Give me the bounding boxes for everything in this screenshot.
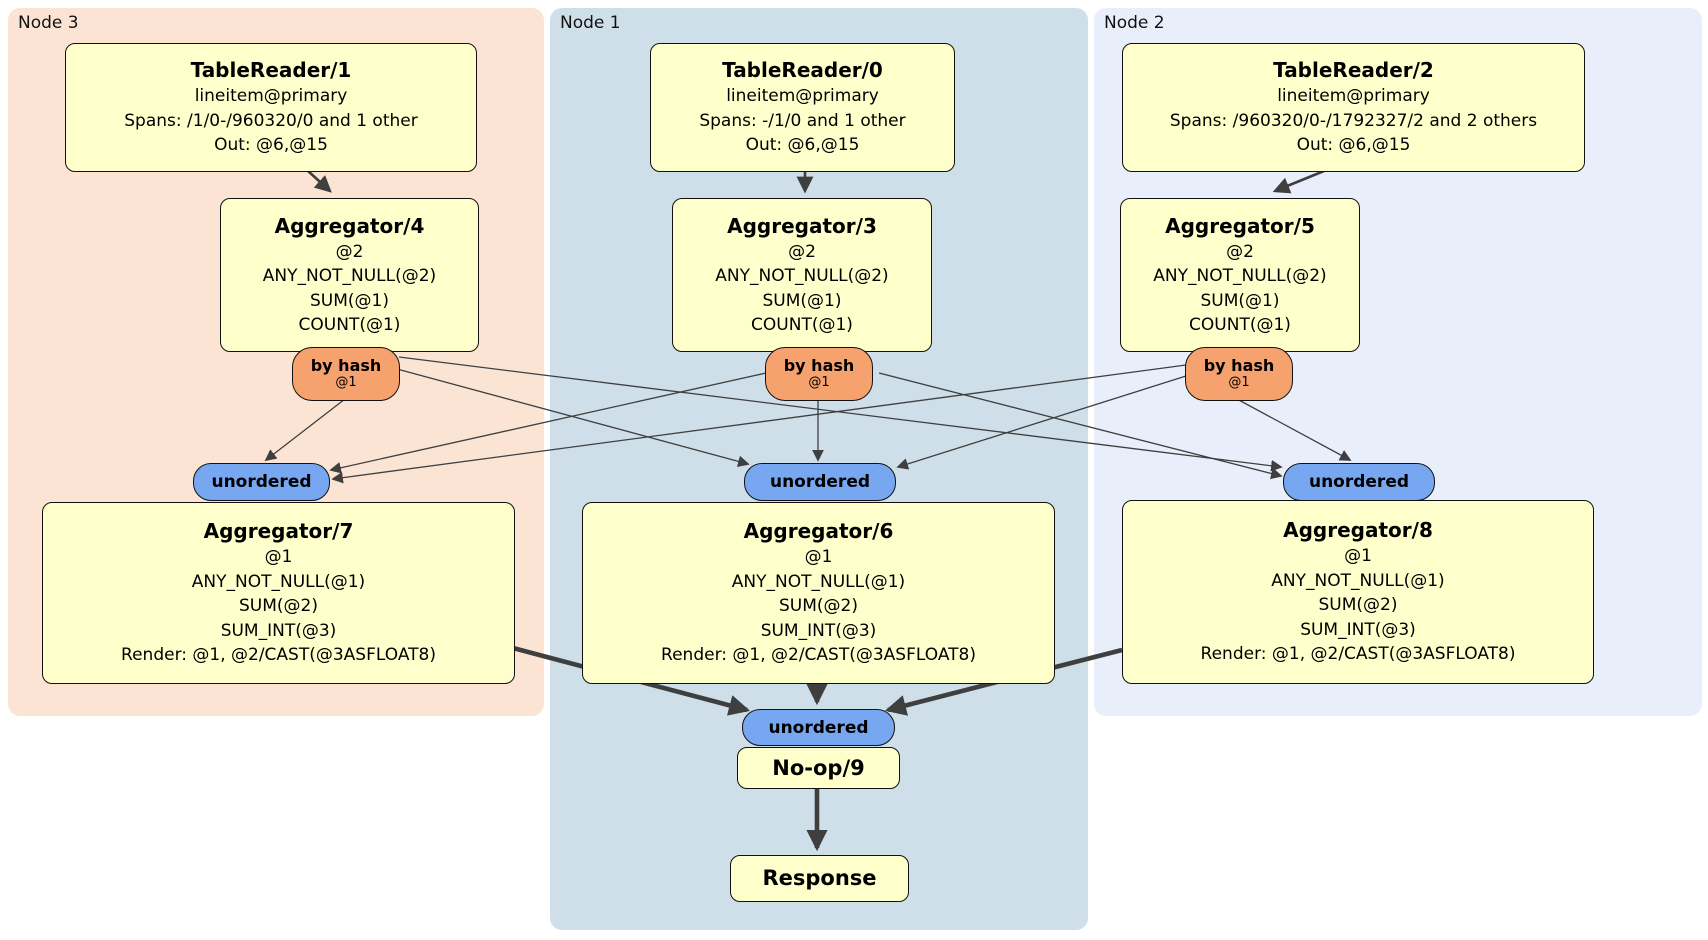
aggregator-4-group: @2 <box>335 241 364 262</box>
aggregator-5-fn1: ANY_NOT_NULL(@2) <box>1153 266 1327 287</box>
aggregator-8-render: Render: @1, @2/CAST(@3ASFLOAT8) <box>1200 644 1516 665</box>
unordered-sync-node2-label: unordered <box>1308 472 1410 492</box>
unordered-sync-final-label: unordered <box>768 717 869 738</box>
tablereader-1-title: TableReader/1 <box>190 58 352 83</box>
aggregator-6-render: Render: @1, @2/CAST(@3ASFLOAT8) <box>661 645 976 666</box>
tablereader-2-spans: Spans: /960320/0-/1792327/2 and 2 others <box>1169 110 1538 131</box>
aggregator-5-fn3: COUNT(@1) <box>1189 314 1291 335</box>
tablereader-0-index: lineitem@primary <box>726 86 879 107</box>
tablereader-2-title: TableReader/2 <box>1273 58 1434 83</box>
aggregator-5-fn2: SUM(@1) <box>1200 290 1280 311</box>
aggregator-8-fn3: SUM_INT(@3) <box>1300 619 1416 640</box>
aggregator-3-fn2: SUM(@1) <box>762 290 842 311</box>
unordered-sync-node1: unordered <box>744 463 896 501</box>
aggregator-4-box: Aggregator/4 @2 ANY_NOT_NULL(@2) SUM(@1)… <box>220 198 479 352</box>
aggregator-4-fn2: SUM(@1) <box>310 290 389 311</box>
unordered-sync-node2: unordered <box>1283 463 1435 501</box>
aggregator-7-fn3: SUM_INT(@3) <box>220 620 337 641</box>
aggregator-7-title: Aggregator/7 <box>203 519 354 544</box>
tablereader-1-spans: Spans: /1/0-/960320/0 and 1 other <box>124 110 418 131</box>
aggregator-8-fn1: ANY_NOT_NULL(@1) <box>1271 570 1445 591</box>
tablereader-0-out: Out: @6,@15 <box>745 135 860 156</box>
aggregator-6-fn2: SUM(@2) <box>779 596 858 617</box>
aggregator-8-fn2: SUM(@2) <box>1318 595 1398 616</box>
aggregator-3-group: @2 <box>788 241 816 262</box>
aggregator-3-fn1: ANY_NOT_NULL(@2) <box>715 266 889 287</box>
tablereader-2-box: TableReader/2 lineitem@primary Spans: /9… <box>1122 43 1585 172</box>
hash-router-node2-label: by hash <box>1203 356 1275 376</box>
response-box: Response <box>730 855 909 902</box>
aggregator-6-box: Aggregator/6 @1 ANY_NOT_NULL(@1) SUM(@2)… <box>582 502 1055 684</box>
tablereader-1-box: TableReader/1 lineitem@primary Spans: /1… <box>65 43 477 172</box>
aggregator-8-title: Aggregator/8 <box>1283 518 1433 543</box>
tablereader-1-index: lineitem@primary <box>194 86 348 107</box>
region-node2-label: Node 2 <box>1104 13 1165 33</box>
aggregator-7-fn1: ANY_NOT_NULL(@1) <box>191 571 366 592</box>
aggregator-3-title: Aggregator/3 <box>727 213 877 238</box>
aggregator-4-fn3: COUNT(@1) <box>298 314 401 335</box>
region-node1-label: Node 1 <box>560 13 621 33</box>
aggregator-5-box: Aggregator/5 @2 ANY_NOT_NULL(@2) SUM(@1)… <box>1120 198 1360 352</box>
aggregator-6-title: Aggregator/6 <box>743 519 894 544</box>
aggregator-8-group: @1 <box>1344 546 1372 567</box>
hash-router-node3: by hash @1 <box>292 347 400 401</box>
aggregator-4-fn1: ANY_NOT_NULL(@2) <box>262 266 437 287</box>
aggregator-3-box: Aggregator/3 @2 ANY_NOT_NULL(@2) SUM(@1)… <box>672 198 932 352</box>
noop-9-title: No-op/9 <box>772 755 865 780</box>
aggregator-5-group: @2 <box>1226 241 1254 262</box>
tablereader-1-out: Out: @6,@15 <box>214 135 328 156</box>
aggregator-4-title: Aggregator/4 <box>274 213 425 238</box>
hash-router-node1-key: @1 <box>808 375 830 390</box>
aggregator-7-box: Aggregator/7 @1 ANY_NOT_NULL(@1) SUM(@2)… <box>42 502 515 684</box>
tablereader-2-index: lineitem@primary <box>1277 86 1430 107</box>
hash-router-node2-key: @1 <box>1228 375 1250 390</box>
aggregator-7-group: @1 <box>264 547 293 568</box>
hash-router-node1-label: by hash <box>783 356 855 376</box>
unordered-sync-final: unordered <box>742 709 895 746</box>
tablereader-2-out: Out: @6,@15 <box>1296 135 1411 156</box>
aggregator-5-title: Aggregator/5 <box>1165 213 1315 238</box>
region-node3-label: Node 3 <box>18 13 79 33</box>
hash-router-node3-key: @1 <box>335 375 357 390</box>
aggregator-6-fn3: SUM_INT(@3) <box>760 620 877 641</box>
response-title: Response <box>762 866 877 891</box>
tablereader-0-box: TableReader/0 lineitem@primary Spans: -/… <box>650 43 955 172</box>
unordered-sync-node1-label: unordered <box>769 472 871 492</box>
aggregator-6-group: @1 <box>804 547 833 568</box>
tablereader-0-spans: Spans: -/1/0 and 1 other <box>699 110 906 131</box>
aggregator-8-box: Aggregator/8 @1 ANY_NOT_NULL(@1) SUM(@2)… <box>1122 500 1594 684</box>
unordered-sync-node3-label: unordered <box>211 472 312 492</box>
aggregator-6-fn1: ANY_NOT_NULL(@1) <box>731 571 906 592</box>
hash-router-node3-label: by hash <box>310 356 382 376</box>
hash-router-node2: by hash @1 <box>1185 347 1293 401</box>
aggregator-7-render: Render: @1, @2/CAST(@3ASFLOAT8) <box>121 645 436 666</box>
aggregator-7-fn2: SUM(@2) <box>239 596 318 617</box>
noop-9-box: No-op/9 <box>737 747 900 789</box>
tablereader-0-title: TableReader/0 <box>722 58 883 83</box>
hash-router-node1: by hash @1 <box>765 347 873 401</box>
unordered-sync-node3: unordered <box>193 463 330 501</box>
aggregator-3-fn3: COUNT(@1) <box>751 314 853 335</box>
